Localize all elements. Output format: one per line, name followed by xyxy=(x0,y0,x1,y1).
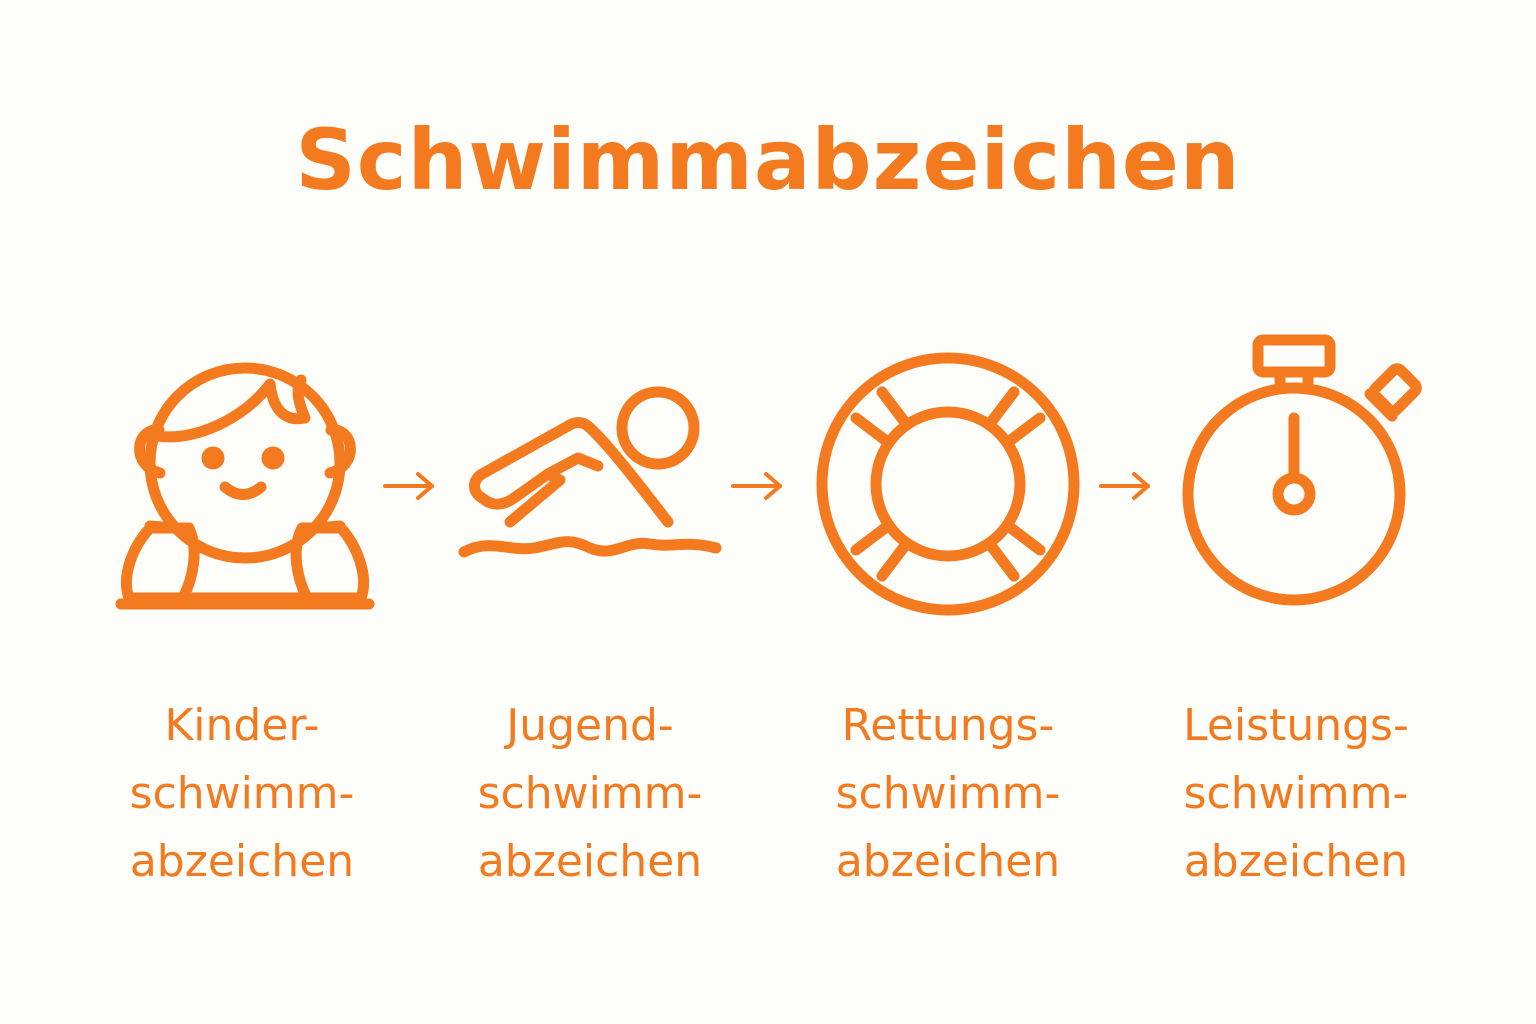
child-with-armbands-icon xyxy=(105,326,395,626)
label-line: schwimm- xyxy=(1183,768,1409,819)
lifebuoy-icon xyxy=(804,326,1094,626)
label-line: abzeichen xyxy=(129,836,355,887)
label-line: schwimm- xyxy=(835,768,1061,819)
swimmer-icon xyxy=(450,326,740,626)
label-line: abzeichen xyxy=(477,836,703,887)
arrow-right-icon xyxy=(728,466,788,506)
label-line: schwimm- xyxy=(129,768,355,819)
label-line: Leistungs- xyxy=(1183,700,1409,751)
label-line: Jugend- xyxy=(506,700,674,751)
page-title: Schwimmabzeichen xyxy=(295,111,1241,209)
arrow-right-icon xyxy=(380,466,440,506)
label-line: abzeichen xyxy=(835,836,1061,887)
stopwatch-icon xyxy=(1158,326,1448,626)
stage-label-rettungsschwimmabzeichen: Rettungs- schwimm- abzeichen xyxy=(778,692,1118,896)
stage-label-leistungsschwimmabzeichen: Leistungs- schwimm- abzeichen xyxy=(1126,692,1466,896)
stage-label-jugendschwimmabzeichen: Jugend- schwimm- abzeichen xyxy=(420,692,760,896)
arrow-right-icon xyxy=(1096,466,1156,506)
label-line: abzeichen xyxy=(1183,836,1409,887)
label-line: Rettungs- xyxy=(841,700,1055,751)
label-line: Kinder- xyxy=(164,700,320,751)
stage-label-kinderschwimmabzeichen: Kinder- schwimm- abzeichen xyxy=(72,692,412,896)
label-line: schwimm- xyxy=(477,768,703,819)
